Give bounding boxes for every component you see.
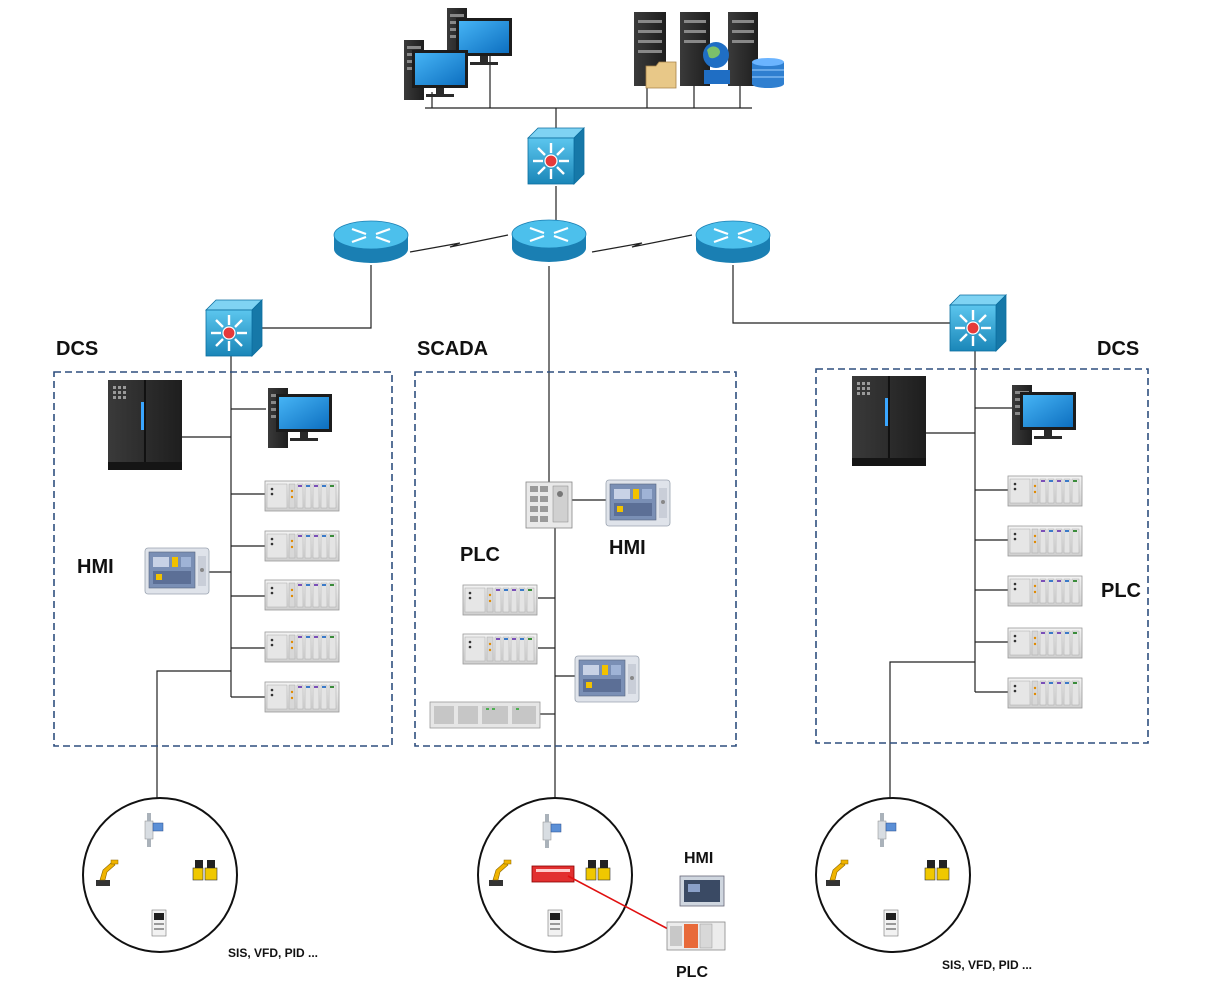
layer3-switch-icon <box>204 298 264 358</box>
drive-icon <box>151 909 167 937</box>
hmi-center-label: HMI <box>609 537 646 559</box>
database-icon <box>752 58 784 88</box>
plc-rack-icon <box>666 921 726 951</box>
hmi-panel-icon <box>144 547 210 595</box>
hmi-panel-icon <box>679 875 725 907</box>
cabinet-icon <box>108 380 182 470</box>
globe-icon <box>703 42 730 84</box>
dcs-zone-left <box>53 371 393 747</box>
plc-right-label: PLC <box>1101 580 1141 602</box>
red-link <box>567 875 671 931</box>
field-left-caption: SIS, VFD, PID ... <box>228 946 319 960</box>
core-switch-icon <box>526 126 586 186</box>
field-center-plc-label: PLC <box>676 964 708 981</box>
folder-icon <box>645 61 677 89</box>
top-bus <box>425 52 752 222</box>
industrial-switch-icon <box>525 481 573 529</box>
field-center-hmi-label: HMI <box>684 850 714 867</box>
wan-link <box>409 234 693 253</box>
workstation-icon <box>404 8 512 100</box>
layer3-switch-icon <box>948 293 1008 353</box>
plc-rack-icon <box>1007 475 1083 709</box>
server-rack-icon <box>634 12 758 86</box>
field-right-caption: SIS, VFD, PID ... <box>942 958 1033 972</box>
hmi-panel-icon <box>574 655 640 703</box>
hmi-panel-icon <box>605 479 671 527</box>
scada-zone <box>414 371 737 747</box>
dcs-right-label: DCS <box>1097 338 1140 360</box>
scada-label: SCADA <box>417 338 489 360</box>
center-wiring <box>538 266 606 800</box>
plc-rack-icon <box>264 480 340 713</box>
left-dcs-wiring <box>156 265 372 800</box>
workstation-icon <box>1012 385 1076 445</box>
hmi-left-label: HMI <box>77 556 114 578</box>
field-zone-right <box>815 797 971 953</box>
drive-icon <box>883 909 899 937</box>
dcs-left-label: DCS <box>56 338 99 360</box>
io-module-icon <box>429 701 541 729</box>
plc-rack-icon <box>462 584 538 665</box>
router-icon <box>332 218 772 265</box>
controller-icon <box>531 865 575 883</box>
dcs-zone-right <box>815 368 1149 744</box>
workstation-icon <box>268 388 332 448</box>
drive-icon <box>547 909 563 937</box>
right-dcs-wiring <box>732 265 1012 800</box>
cabinet-icon <box>852 376 926 466</box>
field-zone-left <box>82 797 238 953</box>
plc-center-label: PLC <box>460 544 500 566</box>
